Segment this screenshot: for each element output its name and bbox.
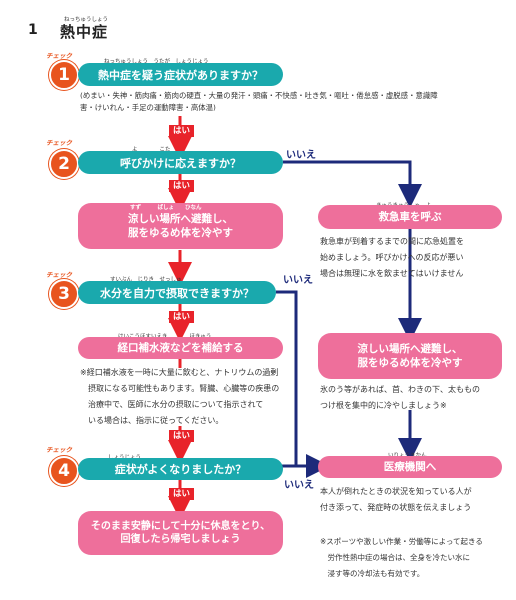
sports-note-2: 労作性熱中症の場合は、全身を冷たい水に [320,553,470,562]
rest-line-1: そのまま安静にして十分に休息をとり、 [90,520,271,532]
step-circle-1: 1 [49,60,79,90]
ice-note-2: つけ根を集中的に冷やしましょう※ [320,401,447,410]
check-label-3: チェック [46,271,72,279]
cool-down-action-right: 涼しい場所へ避難し、 服をゆるめ体を冷やす [318,333,502,379]
hydrate-action: 経口補水液などを補給する [78,337,283,359]
ambulance-note-1: 救急車が到着するまでの間に応急処置を [320,237,464,246]
no-arrow-2 [283,160,422,208]
step-4-question: 症状がよくなりましたか？ [78,458,283,480]
cool-left-ruby-1: すず ばしょ ひなん [130,205,202,211]
ambulance-note-2: 始めましょう。呼びかけへの反応が悪い [320,253,464,262]
rest-line-2: 回復したら帰宅しましょう [120,534,241,545]
no-label-4: いいえ [284,480,314,491]
cool-right-line-2: 服をゆるめ体を冷やす [357,357,463,369]
sports-note-3: 浸す等の冷却法も有効です。 [320,569,425,578]
yes-label-4: はい [169,488,195,500]
sports-note-1: ※スポーツや激しい作業・労働等によって起きる [320,537,483,546]
check-label-2: チェック [46,139,72,147]
yes-label-3b: はい [169,430,195,442]
ambulance-action: 救急車を呼ぶ [318,205,502,229]
step-3-question: 水分を自力で摂取できますか？ [78,281,276,304]
step-1-question: 熱中症を疑う症状がありますか？ [78,63,283,86]
no-label-2: いいえ [286,150,316,161]
step-circle-3: 3 [49,279,79,309]
yes-label-1: はい [169,125,195,137]
hydrate-note-2: 摂取になる可能性もあります。腎臓、心臓等の疾患の [88,384,280,393]
section-title-ruby: ねっちゅうしょう [64,17,109,23]
cool-right-line-1: 涼しい場所へ避難し、 [357,342,463,355]
hydrate-note-1: ※経口補水液を一時に大量に飲むと、ナトリウムの過剰 [80,368,279,377]
medical-note-2: 付き添って、発症時の状態を伝えましょう [320,503,472,512]
step-3-ruby: すいぶん じりき せっしゅ [110,277,182,283]
yes-label-3: はい [169,311,195,323]
check-label-1: チェック [46,52,72,60]
hydrate-note-3: 治療中で、医師に水分の摂取について指示されて [88,400,264,409]
yes-label-2: はい [169,180,195,192]
medical-note-1: 本人が倒れたときの状況を知っている人が [320,487,472,496]
ice-note-1: 氷のう等があれば、首、わきの下、太ももの [320,385,480,394]
no-label-3: いいえ [283,275,313,286]
cool-left-line-1: 涼しい場所へ避難し、 [128,212,233,225]
check-label-4: チェック [46,446,72,454]
medical-institution-action: 医療機関へ [318,456,502,478]
step-1-ruby: ねっちゅうしょう うたが しょうじょう [104,59,209,65]
step-2-question: 呼びかけに応えますか？ [78,151,283,174]
no-arrow-3 [276,290,330,478]
step-circle-2: 2 [49,149,79,179]
ambulance-note-3: 場合は無理に水を飲ませてはいけません [320,269,464,278]
step-circle-4: 4 [49,456,79,486]
rest-action: そのまま安静にして十分に休息をとり、 回復したら帰宅しましょう [78,511,283,555]
cool-down-action-left: すず ばしょ ひなん 涼しい場所へ避難し、 服をゆるめ体を冷やす [78,203,283,249]
cool-left-line-2: 服をゆるめ体を冷やす [128,227,233,239]
section-number: 1 [28,22,38,38]
section-title: 熱中症 [60,23,109,41]
step-2-ruby: よ こた [132,147,171,153]
step-1-symptoms-note: (めまい・失神・筋肉痛・筋肉の硬直・大量の発汗・頭痛・不快感・吐き気・嘔吐・倦怠… [80,91,438,112]
hydrate-note-4: いる場合は、指示に従ってください。 [88,416,224,425]
